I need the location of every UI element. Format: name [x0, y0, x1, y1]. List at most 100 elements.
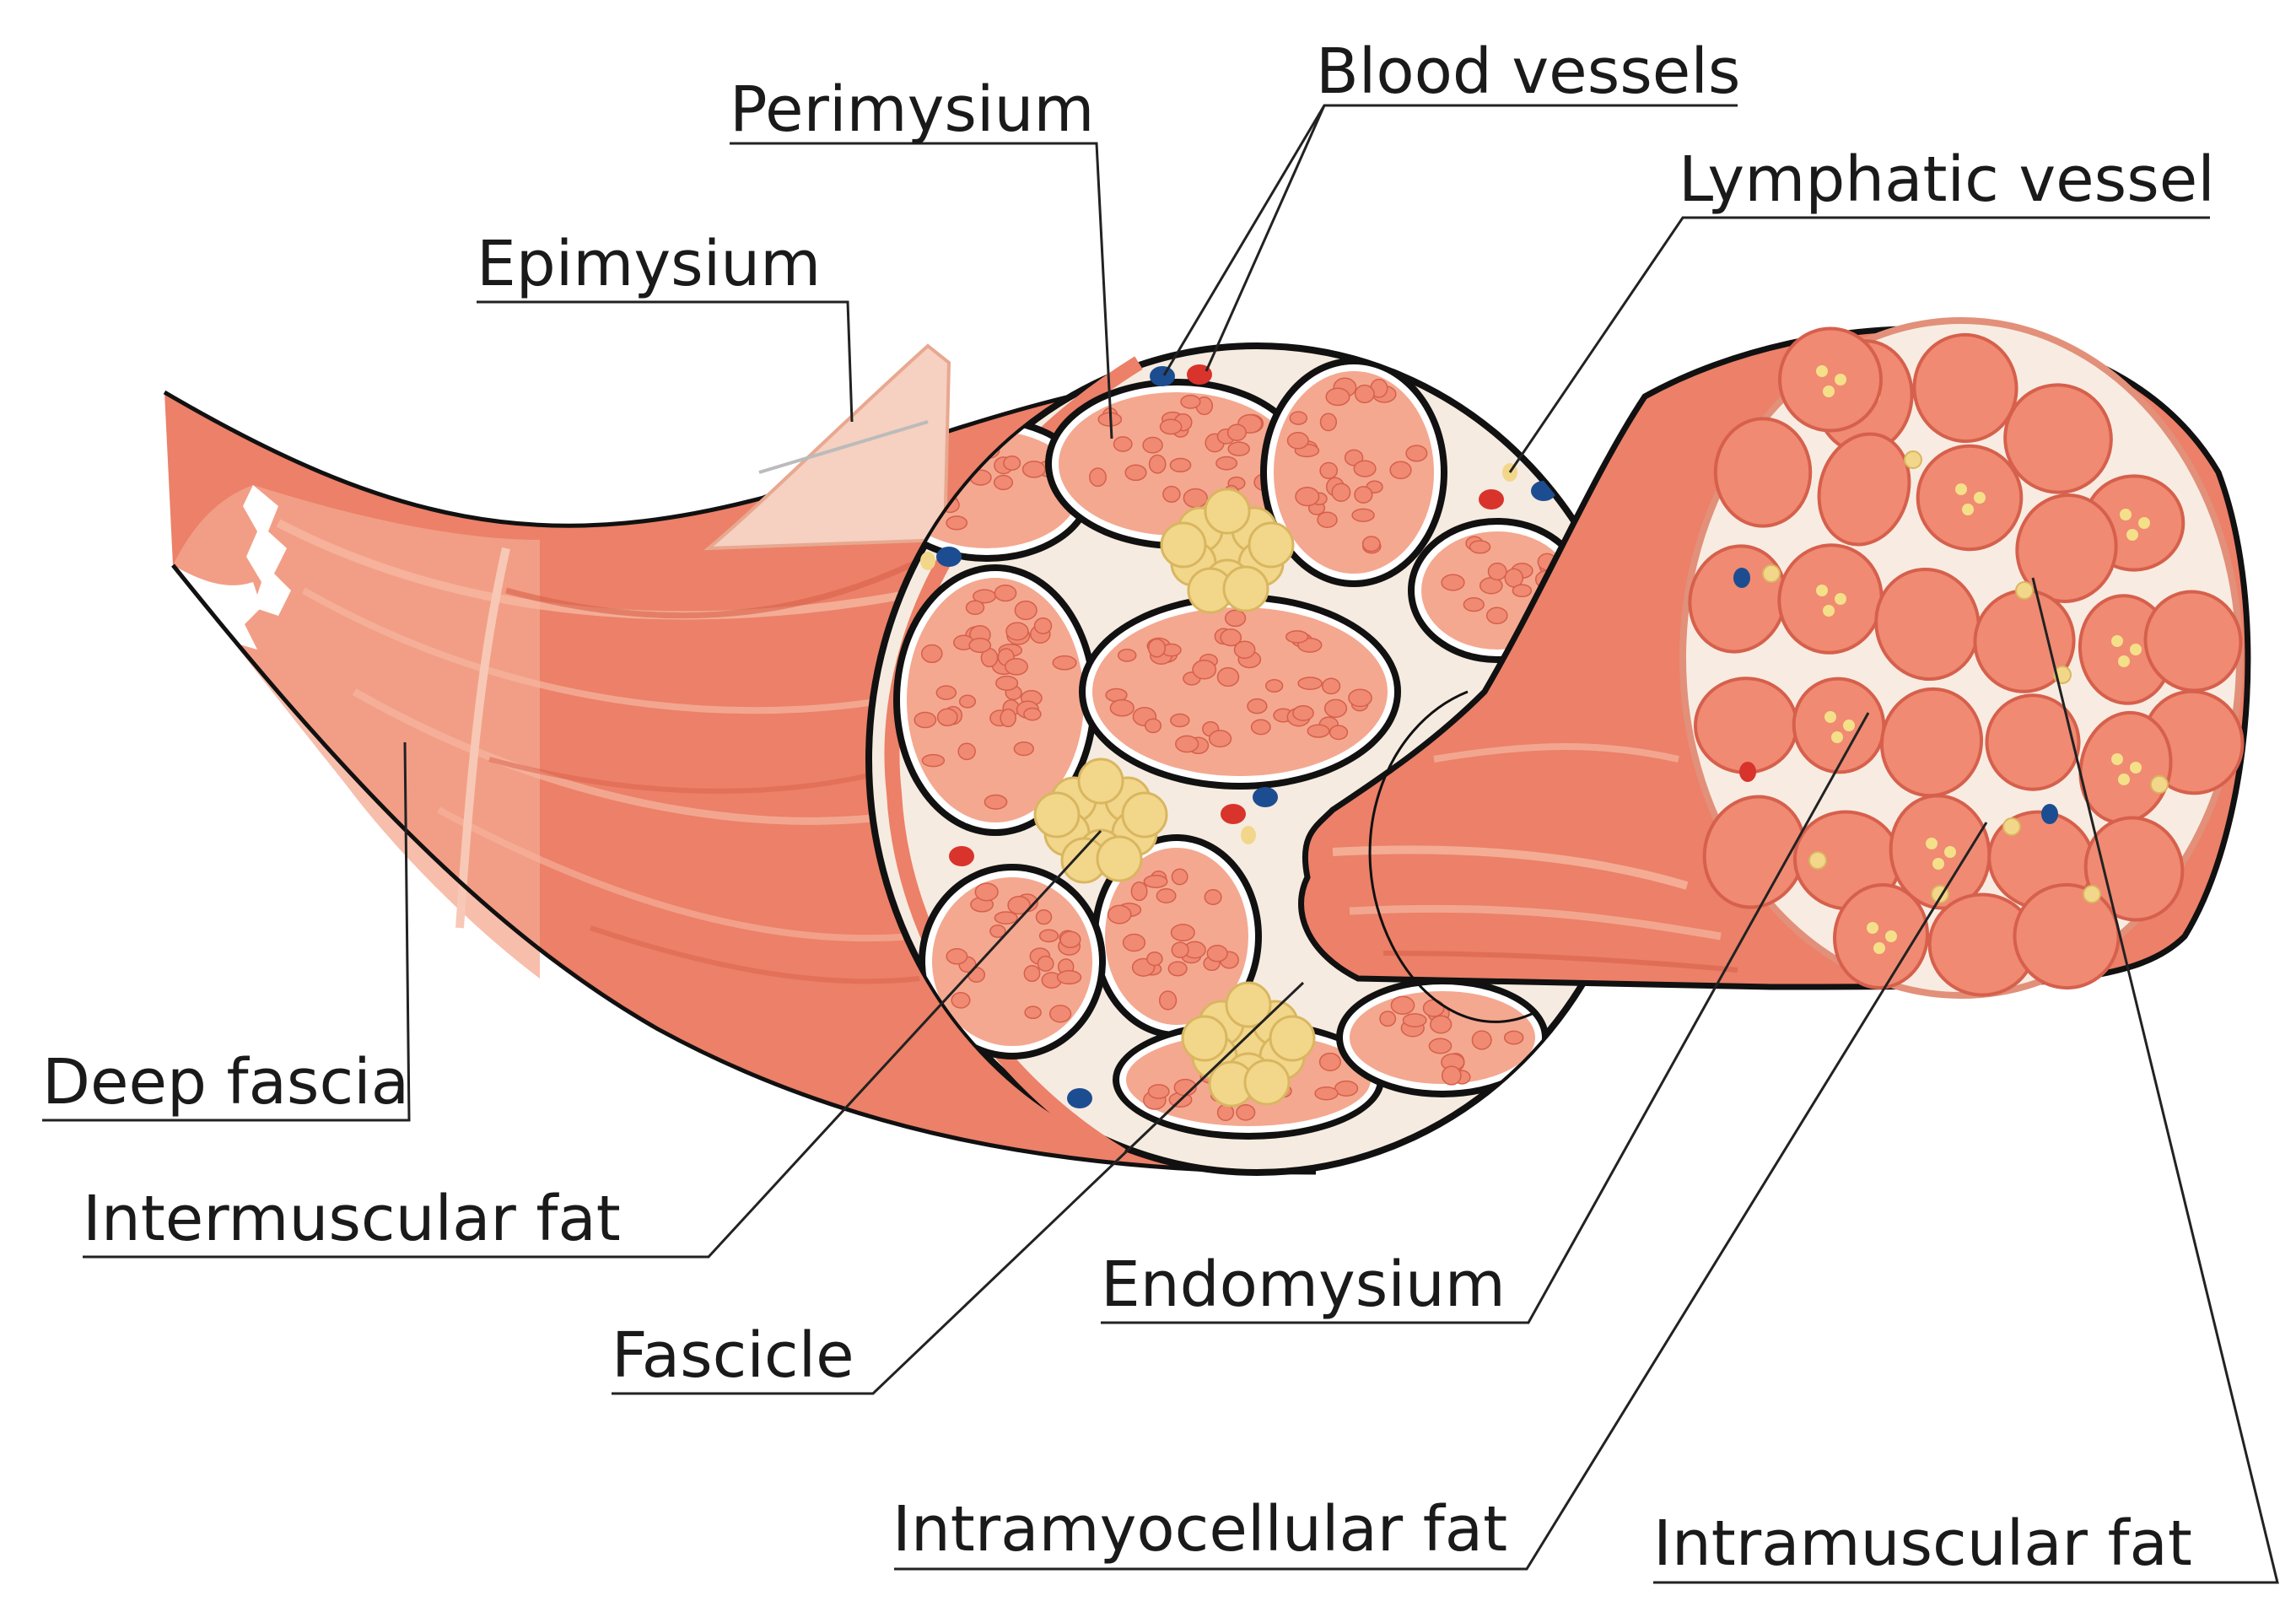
muscle-fiber	[1033, 617, 1053, 634]
muscle-fiber	[968, 637, 992, 654]
frayed-end	[173, 565, 261, 650]
muscle-fiber	[994, 584, 1017, 602]
muscle-fiber-section	[1817, 432, 1911, 547]
fascicle-streak-dark	[1382, 951, 1738, 973]
muscle-fiber	[1323, 698, 1348, 718]
epimysium-flap	[703, 343, 951, 551]
muscle-fiber	[1000, 709, 1016, 728]
muscle-fiber	[1319, 461, 1339, 480]
label-intramuscular-fat: Intramuscular fat	[1653, 1507, 2192, 1580]
muscle-fiber	[1220, 628, 1242, 647]
intramyocellular-fat-droplet	[1816, 585, 1828, 596]
muscle-fiber	[1208, 730, 1232, 748]
vein-dot	[1253, 787, 1278, 807]
intramyocellular-fat-droplet	[1843, 720, 1855, 731]
fat-cell	[1121, 791, 1168, 838]
vein-dot	[1150, 366, 1175, 386]
intramyocellular-fat-droplet	[1835, 374, 1846, 385]
muscle-fiber	[1158, 990, 1178, 1011]
muscle-fiber	[1215, 456, 1238, 471]
leader-lines	[42, 104, 2279, 1584]
leader-fascicle	[612, 981, 1305, 1395]
intramyocellular-fat-droplet	[1944, 846, 1956, 858]
fascicle-streak	[1349, 904, 1722, 941]
fascicle-cylinder	[1298, 317, 2251, 1023]
muscle-fiber	[1441, 1065, 1462, 1086]
muscle-fiber	[1142, 436, 1163, 454]
vein-dot	[1733, 568, 1750, 588]
muscle-fiber	[1122, 933, 1146, 952]
muscle-fiber	[914, 711, 937, 729]
muscle-fiber	[1192, 660, 1217, 680]
muscle-fiber	[989, 924, 1006, 938]
leader-intermuscular-fat	[83, 829, 1102, 1259]
vein-dot	[1067, 1088, 1092, 1108]
intramuscular-fat-droplet	[1808, 851, 1827, 870]
intramyocellular-fat-droplet	[1835, 593, 1846, 605]
lymph-dot	[1241, 826, 1256, 844]
fat-cell	[1222, 565, 1269, 612]
muscle-fiber	[1361, 536, 1381, 553]
muscle-fiber-section	[2013, 882, 2121, 990]
muscle-fiber	[1014, 600, 1038, 621]
intramuscular-fat-droplet	[1762, 564, 1781, 583]
fascicle-interior	[1274, 371, 1434, 574]
fat-cell	[1033, 791, 1081, 838]
fiber-streak	[437, 806, 912, 942]
muscle-fiber	[1089, 467, 1107, 488]
muscle-fiber-section	[1916, 444, 2024, 552]
muscle-fiber	[993, 474, 1014, 491]
muscle-fiber	[1295, 486, 1320, 507]
artery-dot	[1479, 489, 1504, 509]
muscle-fiber	[1037, 955, 1054, 972]
muscle-fiber	[1405, 445, 1428, 462]
muscle-fiber	[1329, 725, 1349, 741]
fascicle-streak	[1332, 845, 1689, 890]
intramyocellular-fat-droplet	[1926, 838, 1938, 849]
muscle-fiber	[1183, 488, 1208, 509]
intramyocellular-fat-droplet	[2138, 517, 2150, 529]
fat-cell	[1248, 521, 1295, 569]
muscle-fiber	[1503, 1030, 1524, 1045]
intramyocellular-fat-droplet	[1962, 504, 1974, 515]
fat-cell	[1269, 1015, 1316, 1062]
muscle-fiber	[1389, 461, 1412, 480]
muscle-fiber	[1289, 411, 1308, 425]
fat-cell	[1160, 521, 1207, 569]
fat-cell	[1225, 981, 1272, 1028]
intramyocellular-fat-droplet	[1816, 365, 1828, 377]
muscle-bottom-outline	[171, 563, 1317, 1175]
intramyocellular-fat-droplet	[2130, 762, 2142, 774]
muscle-fiber	[1170, 713, 1190, 728]
leader-perimysium	[730, 142, 1113, 439]
fascicle-streak	[1433, 743, 1679, 763]
intramyocellular-fat-droplet	[1824, 711, 1836, 723]
muscle-fiber-section	[1874, 567, 1981, 682]
muscle-fiber	[1354, 486, 1373, 504]
fat-cell	[1204, 488, 1251, 535]
muscle-fiber	[1471, 1030, 1492, 1050]
muscle-fiber	[1216, 666, 1240, 687]
label-fascicle: Fascicle	[612, 1319, 854, 1392]
muscle-fiber	[1175, 735, 1199, 753]
label-perimysium: Perimysium	[730, 73, 1094, 146]
label-epimysium: Epimysium	[477, 228, 821, 300]
fiber-streak	[302, 587, 929, 714]
muscle-fiber	[1348, 688, 1372, 708]
muscle-fiber	[1317, 511, 1338, 528]
muscle-fiber	[1146, 951, 1163, 967]
artery-dot	[1221, 804, 1246, 824]
muscle-fiber	[1318, 1052, 1341, 1071]
muscle-fiber-section	[1879, 687, 1984, 798]
muscle-fiber	[1204, 889, 1222, 905]
fascia-edge	[455, 547, 510, 929]
muscle-fiber	[1107, 904, 1132, 925]
muscle-fiber	[958, 694, 977, 709]
fascicle-interior	[932, 877, 1092, 1046]
fascicle-interior	[1350, 991, 1535, 1084]
fascicle-bundle	[919, 864, 1106, 1059]
label-deep-fascia: Deep fascia	[42, 1046, 409, 1119]
label-intramyocellular-fat: Intramyocellular fat	[892, 1493, 1507, 1566]
